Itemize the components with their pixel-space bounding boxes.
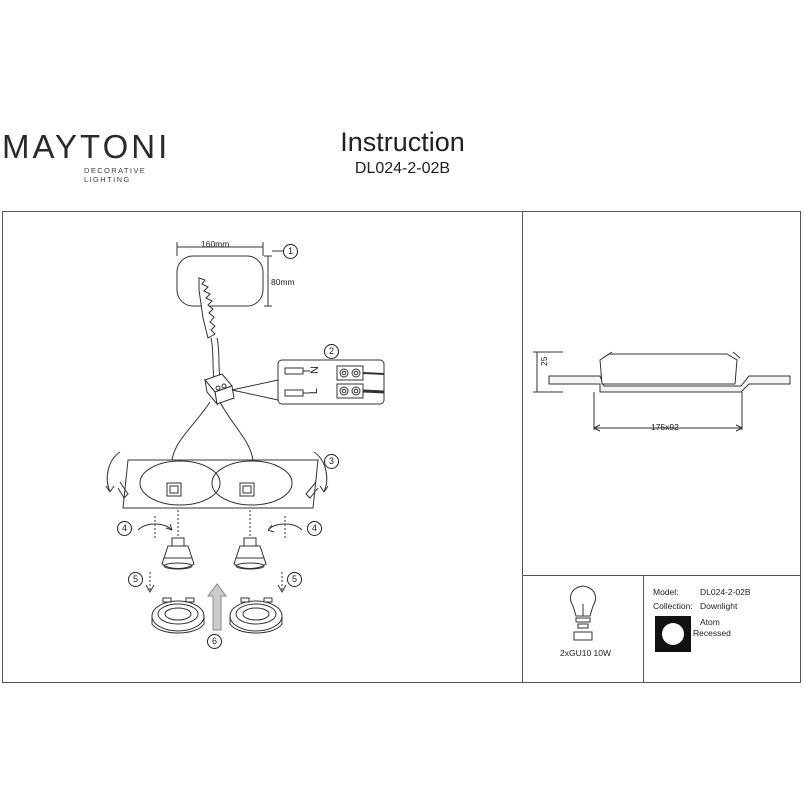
cross-section (533, 351, 791, 432)
width-label: 160mm (201, 239, 230, 249)
terminal-live: L (308, 387, 321, 395)
step-3-marker: 3 (324, 454, 339, 469)
lamp-spec: 2xGU10 10W (560, 648, 612, 658)
step-4-marker-left: 4 (117, 521, 132, 536)
subseries-value: Atom (700, 617, 720, 627)
mount-value: Recessed (693, 628, 731, 638)
step-5-marker-right: 5 (287, 572, 302, 587)
frame-divider-vertical (522, 211, 523, 683)
step-2-marker: 2 (324, 344, 339, 359)
cutout-outline (176, 242, 284, 307)
model-value: DL024-2-02B (700, 587, 751, 597)
spec-divider (643, 575, 644, 683)
model-label: Model: (653, 587, 679, 597)
rotate-arrows (137, 510, 303, 540)
trim-ring-left (151, 597, 205, 634)
height-label: 80mm (271, 277, 295, 287)
terminal-neutral: N (308, 366, 321, 374)
frame-divider-horizontal (522, 575, 801, 576)
brand-logo: MAYTONI DECORATIVE LIGHTING (2, 128, 182, 185)
bulb-icon (570, 585, 596, 641)
gu10-lamp-left (161, 537, 195, 570)
depth-label: 25 (539, 356, 549, 366)
model-code: DL024-2-02B (354, 160, 451, 177)
step-5-marker-left: 5 (128, 572, 143, 587)
cutout-label: 175x92 (651, 422, 679, 432)
down-arrows (145, 572, 287, 594)
step-6-marker: 6 (207, 634, 222, 649)
trim-ring-right (229, 597, 283, 634)
page-title: Instruction (340, 127, 465, 157)
brand-name: MAYTONI (2, 128, 171, 165)
terminal-detail (277, 359, 385, 405)
fixture-frame (105, 451, 329, 509)
gu10-lamp-right (233, 537, 267, 570)
collection-label: Collection: (653, 601, 693, 611)
up-arrow (207, 583, 227, 631)
brand-tagline: DECORATIVE LIGHTING (84, 166, 147, 184)
terminal-connector (204, 373, 235, 406)
collection-icon (655, 616, 691, 652)
step-4-marker-right: 4 (307, 521, 322, 536)
instruction-frame (2, 211, 801, 683)
step-1-marker: 1 (283, 244, 298, 259)
saw-icon (198, 277, 216, 339)
collection-value: Downlight (700, 601, 738, 611)
